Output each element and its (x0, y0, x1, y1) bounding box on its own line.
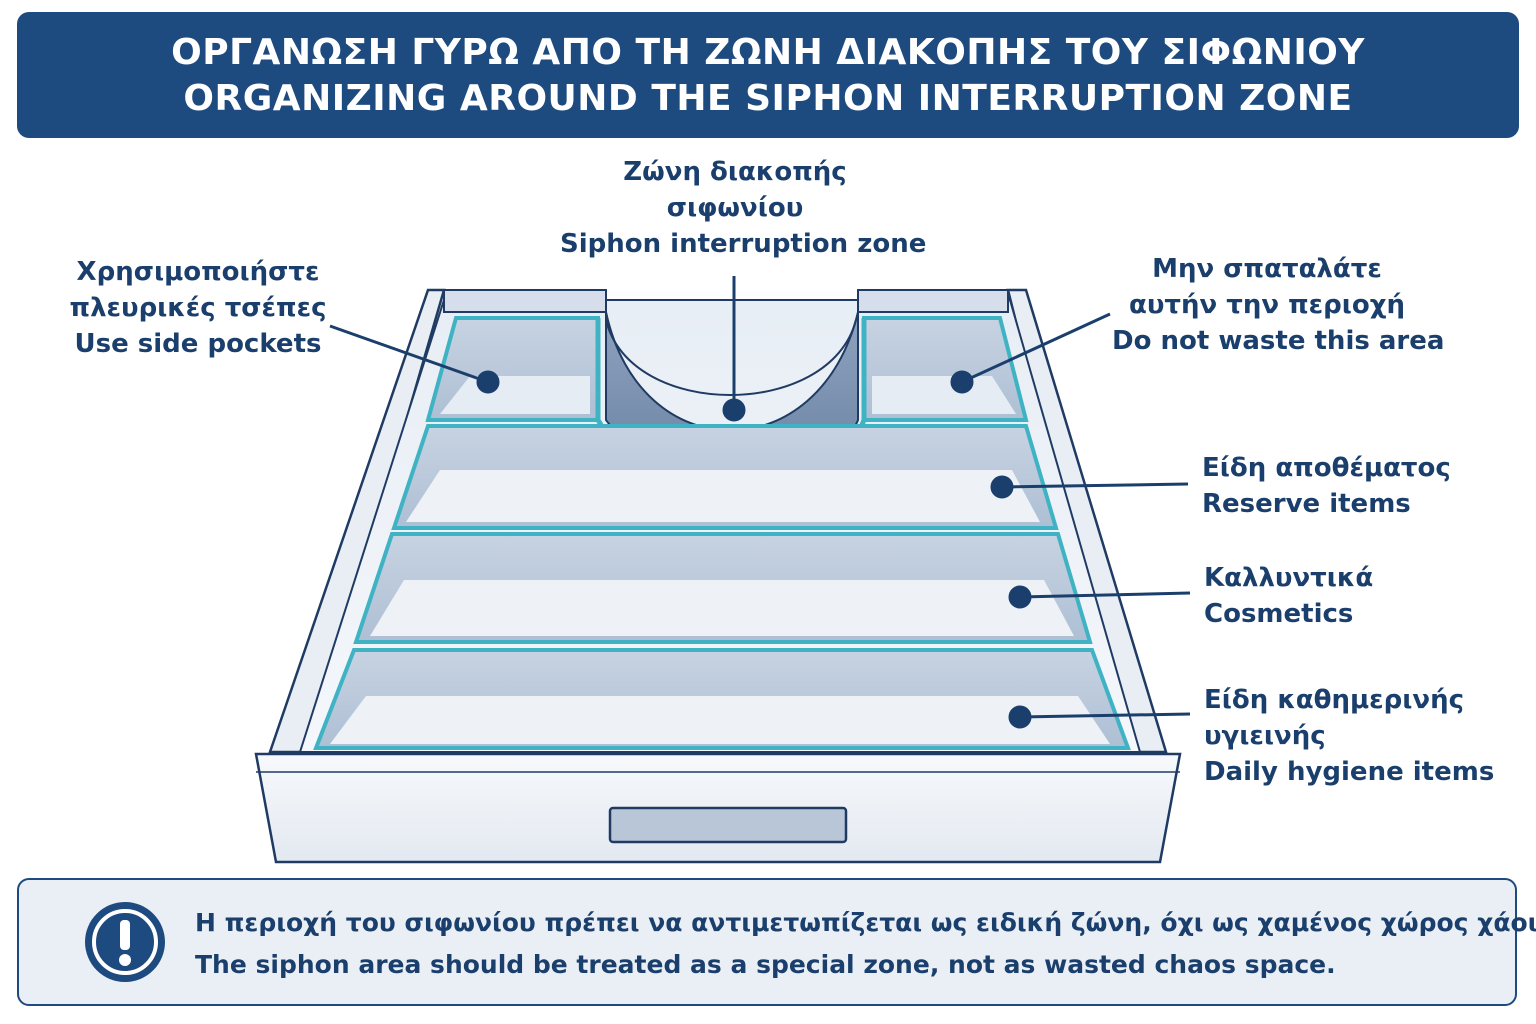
title-banner: ΟΡΓΑΝΩΣΗ ΓΥΡΩ ΑΠΟ ΤΗ ΖΩΝΗ ΔΙΑΚΟΠΗΣ ΤΟΥ Σ… (17, 12, 1519, 138)
daily-hygiene-label: Είδη καθημερινής υγιεινής Daily hygiene … (1204, 685, 1495, 787)
no-waste-label: Μην σπαταλάτε αυτήν την περιοχή Do not w… (1112, 254, 1445, 356)
note-english: The siphon area should be treated as a s… (195, 950, 1336, 979)
no-waste-marker (950, 370, 974, 394)
back-wall-left (443, 289, 607, 313)
exclamation-icon (85, 902, 165, 982)
cosmetics-marker (1008, 585, 1032, 609)
title-greek: ΟΡΓΑΝΩΣΗ ΓΥΡΩ ΑΠΟ ΤΗ ΖΩΝΗ ΔΙΑΚΟΠΗΣ ΤΟΥ Σ… (171, 32, 1365, 73)
cosmetics-label: Καλλυντικά Cosmetics (1204, 563, 1374, 629)
note-greek: Η περιοχή του σιφωνίου πρέπει να αντιμετ… (195, 908, 1536, 937)
side-pockets-label: Χρησιμοποιήστε πλευρικές τσέπες Use side… (69, 257, 327, 359)
reserve-items-label: Είδη αποθέματος Reserve items (1202, 453, 1451, 519)
siphon-zone-label: Ζώνη διακοπής σιφωνίου Siphon interrupti… (560, 157, 927, 259)
back-wall-right (857, 289, 1009, 313)
note-box: Η περιοχή του σιφωνίου πρέπει να αντιμετ… (17, 878, 1536, 1006)
drawer-handle (608, 806, 848, 844)
reserve-marker (990, 475, 1014, 499)
title-english: ORGANIZING AROUND THE SIPHON INTERRUPTIO… (183, 78, 1353, 119)
side-pocket-marker (476, 370, 500, 394)
siphon-marker (722, 398, 746, 422)
daily-marker (1008, 705, 1032, 729)
